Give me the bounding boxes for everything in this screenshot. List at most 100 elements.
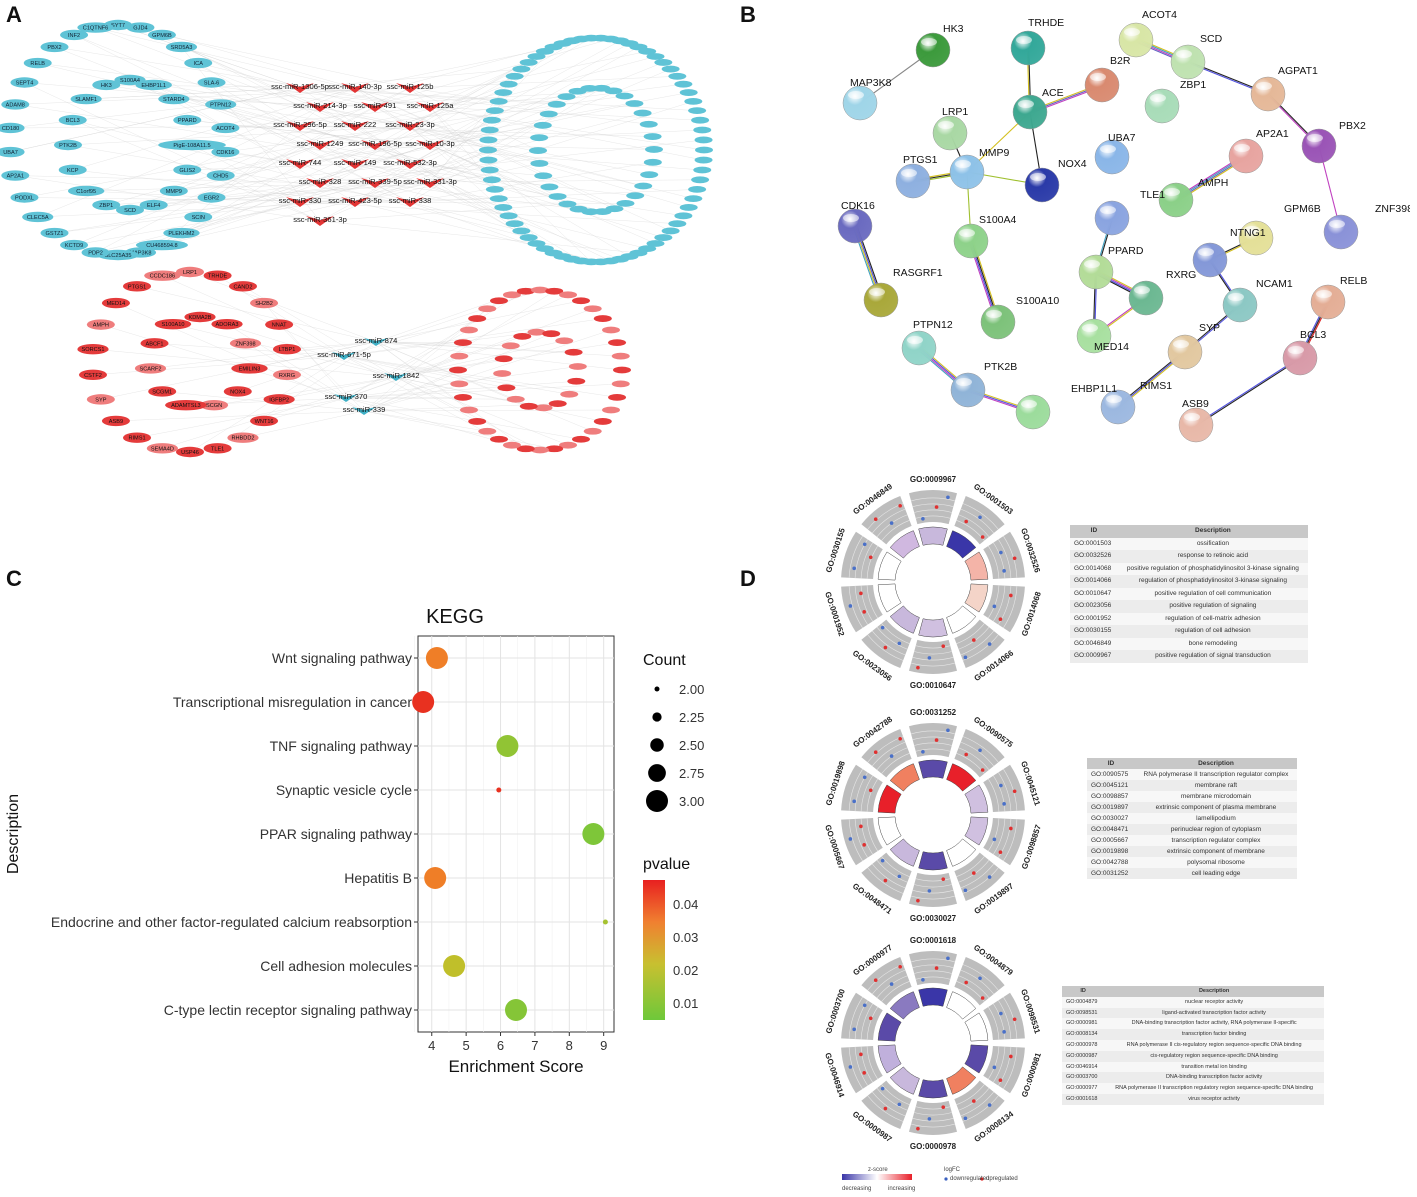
protein-node: ASB9 bbox=[1178, 398, 1214, 443]
node-label: ADAM8 bbox=[6, 102, 25, 108]
lncrna-node bbox=[668, 220, 687, 228]
color-legend-bar bbox=[643, 880, 665, 1020]
gene-dot bbox=[941, 644, 946, 648]
network-edge bbox=[140, 27, 356, 89]
protein-interaction-network: HK3MAP3K8TRHDEB2RACELRP1PTGS1MMP9NOX4S10… bbox=[837, 9, 1410, 443]
node-label: PTGS1 bbox=[128, 284, 146, 290]
node-shape bbox=[140, 338, 169, 349]
go-description-cell: positive regulation of signaling bbox=[1117, 600, 1308, 613]
sphere-highlight bbox=[1021, 400, 1037, 408]
mirna-shape bbox=[334, 394, 358, 402]
network-edge bbox=[375, 341, 526, 449]
node-shape bbox=[250, 297, 279, 309]
lncrna-node bbox=[548, 193, 567, 200]
network-edge bbox=[319, 220, 639, 254]
mirna-shape bbox=[396, 159, 424, 169]
gene-node: ZNF398 bbox=[229, 338, 262, 349]
sector-grid bbox=[998, 539, 1012, 579]
lncrna-node bbox=[519, 402, 538, 410]
go-id-cell: GO:0023056 bbox=[1070, 600, 1118, 613]
mirna-label: ssc-miR-423-5p bbox=[328, 196, 382, 205]
sector-grid bbox=[998, 818, 1012, 858]
go-description-cell: RNA polymerase II transcription regulato… bbox=[1134, 769, 1297, 780]
network-edge bbox=[198, 62, 376, 108]
protein-label: EHBP1L1 bbox=[1071, 383, 1117, 395]
go-id-cell: GO:0000977 bbox=[1062, 1083, 1105, 1094]
protein-label: NOX4 bbox=[1058, 158, 1087, 170]
sector-grid bbox=[881, 981, 910, 1002]
lncrna-node bbox=[602, 406, 621, 414]
node-shape bbox=[86, 319, 115, 330]
mirna-shape bbox=[396, 121, 424, 131]
lncrna-node bbox=[505, 72, 524, 80]
sector-grid bbox=[854, 539, 868, 579]
gene-dot bbox=[880, 1086, 885, 1091]
mirna-shape bbox=[352, 407, 376, 415]
node-shape bbox=[92, 79, 121, 91]
go-description-cell: DNA-binding transcription factor activit… bbox=[1104, 1018, 1324, 1030]
gene-dot bbox=[972, 1099, 976, 1103]
go-id-cell: GO:0019898 bbox=[1087, 846, 1135, 857]
lncrna-node bbox=[693, 166, 712, 174]
upregulated-label: upregulated bbox=[986, 1176, 1018, 1182]
go-id-cell: GO:0003700 bbox=[1062, 1072, 1105, 1084]
lncrna-node bbox=[615, 92, 634, 100]
node-label: CAND2 bbox=[233, 284, 252, 290]
network-edge bbox=[86, 190, 301, 203]
node-label: AMPH bbox=[93, 323, 109, 329]
outer-sector bbox=[908, 723, 958, 758]
sector-grid bbox=[872, 741, 906, 767]
lncrna-node bbox=[459, 326, 478, 334]
gene-node: ELF4 bbox=[139, 199, 168, 211]
node-label: ZBP1 bbox=[99, 203, 113, 209]
lncrna-node bbox=[644, 146, 663, 153]
network-edge bbox=[187, 106, 321, 171]
mirna-node: ssc-miR-296-5p bbox=[273, 120, 327, 131]
network-edge bbox=[24, 125, 411, 198]
node-shape bbox=[1, 99, 30, 110]
protein-sphere bbox=[1250, 76, 1286, 112]
lncrna-node bbox=[459, 406, 478, 414]
node-shape bbox=[197, 192, 226, 203]
gene-dot bbox=[998, 1078, 1003, 1083]
data-point bbox=[425, 647, 448, 669]
protein-label: ZNF398 bbox=[1375, 203, 1410, 215]
mirna-label: ssc-miR-491 bbox=[354, 101, 397, 110]
lncrna-node bbox=[450, 380, 469, 388]
protein-node: SYP bbox=[1167, 322, 1220, 370]
mirna-shape bbox=[286, 159, 314, 169]
sector-grid bbox=[914, 970, 952, 974]
outer-sector bbox=[954, 619, 1005, 668]
data-point bbox=[505, 999, 527, 1021]
go-term-label: GO:0000978 bbox=[910, 1142, 957, 1151]
sphere-highlight bbox=[1173, 340, 1189, 348]
sector-grid bbox=[860, 775, 873, 812]
gene-dot bbox=[992, 604, 997, 609]
network-edge bbox=[374, 182, 579, 210]
lncrna-node bbox=[453, 339, 472, 347]
size-legend-label: 2.50 bbox=[679, 738, 704, 753]
go-description-cell: response to retinoic acid bbox=[1117, 550, 1308, 563]
gene-node: WNT16 bbox=[250, 415, 279, 427]
sphere-highlight bbox=[843, 214, 859, 222]
network-edge bbox=[429, 144, 591, 212]
network-edge bbox=[429, 40, 621, 146]
node-label: MMP9 bbox=[166, 189, 182, 195]
sector-grid bbox=[988, 545, 1000, 579]
sector-grid bbox=[872, 508, 906, 534]
outer-sector bbox=[954, 729, 1005, 778]
outer-sector bbox=[954, 1080, 1005, 1129]
y-tick-label: Hepatitis B bbox=[344, 870, 412, 886]
gene-dot bbox=[848, 837, 853, 841]
sector-grid bbox=[866, 818, 878, 852]
mirna-shape bbox=[286, 83, 314, 93]
gene-node: SEMA4D bbox=[146, 443, 178, 454]
go-description-cell: positive regulation of signal transducti… bbox=[1117, 650, 1308, 663]
sector-grid bbox=[958, 514, 990, 538]
gene-dot bbox=[946, 728, 950, 733]
